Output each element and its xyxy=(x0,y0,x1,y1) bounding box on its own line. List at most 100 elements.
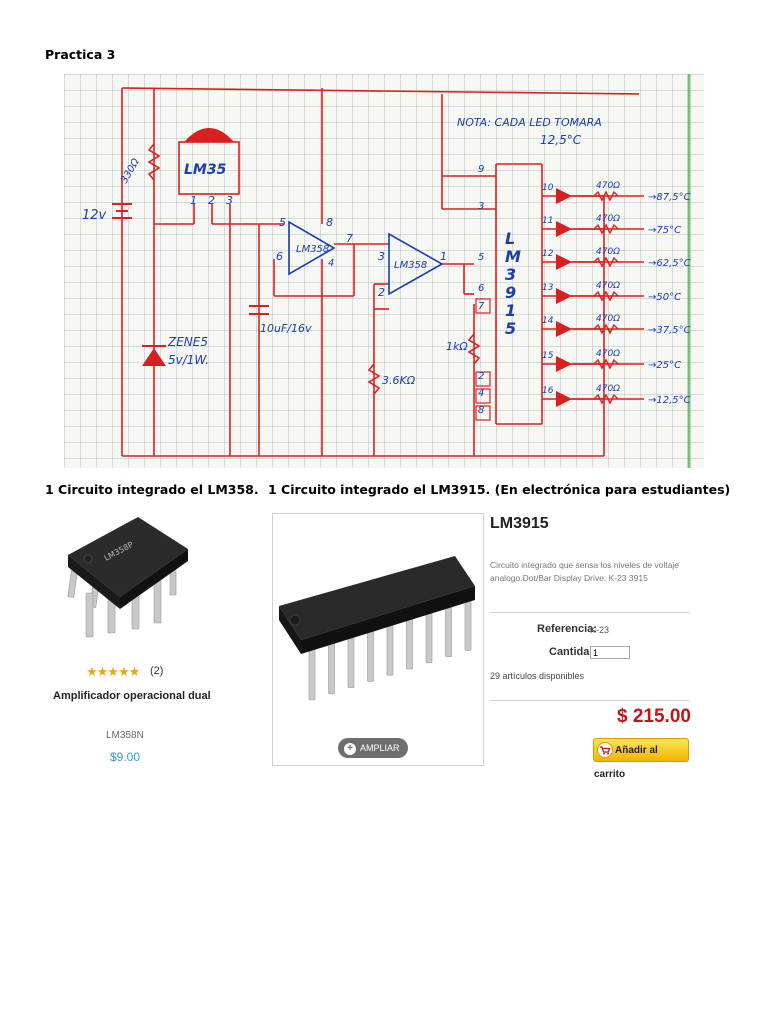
led-resistor xyxy=(593,393,619,405)
led-temperature: →62,5°C xyxy=(648,258,691,269)
divider xyxy=(490,700,690,701)
led-resistor xyxy=(593,323,619,335)
opamp1-pin4: 4 xyxy=(328,258,334,269)
driver-pin-label: 9 xyxy=(478,164,484,175)
led-resistor xyxy=(593,358,619,370)
sensor-pin-1: 1 xyxy=(190,194,197,207)
led-temperature: →12,5°C xyxy=(648,395,691,406)
led-resistor xyxy=(593,256,619,268)
schematic-zener-value: 5v/1W. xyxy=(168,353,209,367)
schematic-resistor-1k: 1kΩ xyxy=(446,340,468,353)
opamp1-pin7: 7 xyxy=(346,232,353,245)
page-title: Practica 3 xyxy=(45,47,116,62)
schematic-drawing: 10 470Ω →87,5°C 1 1 470Ω →75°C 12 470Ω →62,5°C 1 3 4… xyxy=(82,74,691,468)
led-resistor-label: 470Ω xyxy=(596,214,620,224)
schematic-resistor-36k: 3.6KΩ xyxy=(382,374,416,387)
opamp1-pin6: 6 xyxy=(276,250,283,263)
driver-pin-label: 7 xyxy=(478,301,485,312)
lm35-dome xyxy=(184,128,234,142)
opamp2-pin2: 2 xyxy=(378,286,385,299)
led-symbol xyxy=(556,254,572,270)
divider xyxy=(490,612,690,613)
driver-pin-label: 8 xyxy=(478,405,484,416)
sensor-pin-2: 2 xyxy=(208,194,215,207)
led-resistor-label: 470Ω xyxy=(596,314,620,324)
product-large-price: $ 215.00 xyxy=(617,706,691,727)
schematic-opamp1: LM358 xyxy=(296,244,329,255)
zoom-button[interactable]: +AMPLIAR xyxy=(338,738,408,758)
lm3915-image-frame[interactable] xyxy=(272,513,484,766)
driver-pin-label: 2 xyxy=(478,371,484,382)
driver-letter: 3 xyxy=(505,265,516,284)
cart-icon xyxy=(597,742,613,759)
driver-pin-label: 4 xyxy=(478,388,484,399)
lm3915-vertical-label: LM3915 xyxy=(505,229,521,338)
led-pin-label: 15 xyxy=(542,351,554,361)
led-pin-label: 12 xyxy=(542,249,554,259)
quantity-label: Cantidad xyxy=(549,646,597,658)
product-price: $9.00 xyxy=(110,750,141,764)
opamp1-pin5: 5 xyxy=(279,216,286,229)
opamp2-pin1: 1 xyxy=(440,250,447,263)
reference-label: Referencia: xyxy=(537,623,597,635)
led-resistor-label: 470Ω xyxy=(596,384,620,394)
zener-symbol xyxy=(142,348,166,366)
schematic-zener-label: ZENE5 xyxy=(167,335,208,349)
schematic-capacitor: 10uF/16v xyxy=(260,322,312,335)
circuit-schematic-photo: 10 470Ω →87,5°C 1 1 470Ω →75°C 12 470Ω →62,5°C 1 3 4… xyxy=(64,74,704,468)
reference-value: K-23 xyxy=(590,625,610,635)
caption-lm358: 1 Circuito integrado el LM358. xyxy=(45,482,259,497)
led-symbol xyxy=(556,221,572,237)
add-to-cart-button[interactable]: Añadir al carrito xyxy=(593,738,689,780)
battery-symbol xyxy=(112,203,132,219)
quantity-input[interactable] xyxy=(590,646,630,659)
schematic-battery-label: 12v xyxy=(82,208,107,223)
schematic-sensor-label: LM35 xyxy=(184,162,227,178)
product-reference: LM358N xyxy=(106,730,144,741)
driver-pin-label: 6 xyxy=(478,283,484,294)
led-pin-label: 16 xyxy=(542,386,554,396)
driver-pin-label: 5 xyxy=(478,252,484,263)
stock-availability: 29 artículos disponibles xyxy=(490,671,585,681)
led-resistor xyxy=(593,290,619,302)
product-description: Circuito integrado que sensa los niveles… xyxy=(490,560,680,583)
schematic-note-line1: NOTA: CADA LED TOMARA xyxy=(457,116,602,129)
driver-letter: L xyxy=(505,229,515,248)
led-pin-label: 10 xyxy=(542,183,554,193)
opamp1-pin8: 8 xyxy=(326,216,333,229)
rating-stars: ★★★★★ xyxy=(86,664,140,679)
led-temperature: →50°C xyxy=(648,292,681,303)
led-symbol xyxy=(556,321,572,337)
driver-letter: 1 xyxy=(505,301,516,320)
driver-left-pins: 9 3 5 6 7 2 4 8 xyxy=(478,164,485,416)
led-symbol xyxy=(556,356,572,372)
schematic-note-line2: 12,5°C xyxy=(540,133,582,147)
led-pin-label: 14 xyxy=(542,316,554,326)
led-symbol xyxy=(556,391,572,407)
driver-letter: 9 xyxy=(505,283,516,302)
opamp2-symbol xyxy=(388,232,444,296)
product-large-title[interactable]: LM3915 xyxy=(490,515,549,532)
sensor-pin-3: 3 xyxy=(226,194,233,207)
product-title[interactable]: Amplificador operacional dual xyxy=(53,690,211,702)
led-resistor xyxy=(593,223,619,235)
opamp1-symbol xyxy=(288,220,336,276)
led-temperature: →87,5°C xyxy=(648,192,691,203)
driver-pin-label: 3 xyxy=(478,201,484,212)
led-resistor-label: 470Ω xyxy=(596,281,620,291)
rating-count[interactable]: (2) xyxy=(150,665,164,677)
driver-letter: 5 xyxy=(505,319,516,338)
led-temperature: →25°C xyxy=(648,360,681,371)
schematic-opamp2: LM358 xyxy=(394,260,427,271)
led-symbol xyxy=(556,188,572,204)
driver-letter: M xyxy=(505,247,521,266)
led-resistor-label: 470Ω xyxy=(596,181,620,191)
led-temperature: →37,5°C xyxy=(648,325,691,336)
caption-lm3915: 1 Circuito integrado el LM3915. (En elec… xyxy=(268,482,731,497)
led-symbol xyxy=(556,288,572,304)
lm358-chip-image[interactable]: LM358P xyxy=(50,505,200,655)
led-temperature: →75°C xyxy=(648,225,681,236)
zoom-icon: + xyxy=(344,742,356,755)
led-resistor-label: 470Ω xyxy=(596,247,620,257)
